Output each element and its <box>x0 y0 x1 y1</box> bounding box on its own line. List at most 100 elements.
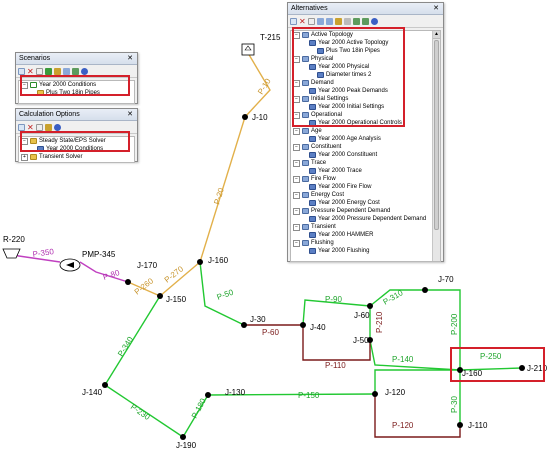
alternative-category[interactable]: −Flushing <box>291 239 440 247</box>
tank-t215[interactable] <box>241 43 255 56</box>
pump-pmp345[interactable] <box>59 258 81 272</box>
alternative-item[interactable]: Year 2000 HAMMER <box>291 231 440 239</box>
help-icon[interactable] <box>54 123 61 131</box>
alternative-item[interactable]: Year 2000 Operational Controls <box>291 119 440 127</box>
junction-j40[interactable] <box>300 322 306 328</box>
junction-j140[interactable] <box>102 382 108 388</box>
collapse-icon[interactable]: − <box>21 81 28 89</box>
collapse-icon[interactable]: − <box>293 143 300 151</box>
alternative-category[interactable]: −Energy Cost <box>291 191 440 199</box>
alternative-category[interactable]: −Fire Flow <box>291 175 440 183</box>
properties-icon[interactable] <box>54 67 61 75</box>
close-icon[interactable]: ✕ <box>433 5 441 12</box>
reservoir-r220[interactable] <box>2 248 21 259</box>
scenario-row[interactable]: − Year 2000 Conditions <box>19 81 134 89</box>
help-icon[interactable] <box>371 17 378 25</box>
alternative-item[interactable]: Plus Two 18in Pipes <box>291 47 440 55</box>
delete-icon[interactable]: ✕ <box>27 122 34 132</box>
alternative-category[interactable]: −Pressure Dependent Demand <box>291 207 440 215</box>
collapse-icon[interactable]: − <box>293 207 300 215</box>
collapse-icon[interactable]: − <box>293 111 300 119</box>
junction-j160-top[interactable] <box>197 259 203 265</box>
collapse-icon[interactable]: − <box>293 239 300 247</box>
junction-j70[interactable] <box>422 287 428 293</box>
collapse-icon[interactable]: − <box>293 127 300 135</box>
rename-icon[interactable] <box>36 123 43 131</box>
child-icon[interactable] <box>326 17 333 25</box>
junction-j30[interactable] <box>241 322 247 328</box>
properties-icon[interactable] <box>335 17 342 25</box>
alternative-category[interactable]: −Trace <box>291 159 440 167</box>
alternative-item[interactable]: Year 2000 Fire Flow <box>291 183 440 191</box>
calculation-options-panel[interactable]: Calculation Options ✕ ✕ − Steady State/E… <box>15 108 138 163</box>
close-icon[interactable]: ✕ <box>127 111 135 118</box>
collapse-icon[interactable]: − <box>293 175 300 183</box>
calc-option-row[interactable]: − Steady State/EPS Solver <box>19 137 134 145</box>
calc-option-row[interactable]: Year 2000 Conditions <box>19 145 134 153</box>
delete-icon[interactable]: ✕ <box>299 16 306 26</box>
alternative-item[interactable]: Diameter times 2 <box>291 71 440 79</box>
copy-icon[interactable] <box>45 123 52 131</box>
alternative-category[interactable]: −Constituent <box>291 143 440 151</box>
alternative-category[interactable]: −Physical <box>291 55 440 63</box>
alternative-category[interactable]: −Transient <box>291 223 440 231</box>
tree-icon[interactable] <box>362 17 369 25</box>
alternative-category[interactable]: −Age <box>291 127 440 135</box>
pipe-p310[interactable] <box>369 289 425 307</box>
junction-j130[interactable] <box>205 392 211 398</box>
alternative-item[interactable]: Year 2000 Flushing <box>291 247 440 255</box>
alternative-item[interactable]: Year 2000 Peak Demands <box>291 87 440 95</box>
tree-icon[interactable] <box>72 67 79 75</box>
expand-icon[interactable]: + <box>21 153 28 161</box>
alternative-item[interactable]: Year 2000 Age Analysis <box>291 135 440 143</box>
pipe-p50[interactable] <box>199 261 245 326</box>
delete-icon[interactable]: ✕ <box>27 66 34 76</box>
pipe-p120[interactable] <box>374 394 461 438</box>
pipe-p80[interactable] <box>79 261 129 283</box>
pipe-p340[interactable] <box>104 295 161 386</box>
junction-j50[interactable] <box>367 337 373 343</box>
collapse-icon[interactable]: − <box>21 137 28 145</box>
alternative-item[interactable]: Year 2000 Active Topology <box>291 39 440 47</box>
pipe-p180[interactable] <box>182 394 209 438</box>
alternative-item[interactable]: Year 2000 Pressure Dependent Demand <box>291 215 440 223</box>
close-icon[interactable]: ✕ <box>127 55 135 62</box>
rename-icon[interactable] <box>36 67 43 75</box>
scenarios-panel[interactable]: Scenarios ✕ ✕ − Year 2000 Conditions Plu… <box>15 52 138 104</box>
pipe-p150[interactable] <box>207 393 376 396</box>
junction-j150[interactable] <box>157 293 163 299</box>
pipe-p140[interactable] <box>369 339 461 371</box>
junction-j60[interactable] <box>367 303 373 309</box>
rename-icon[interactable] <box>308 17 315 25</box>
duplicate-icon[interactable] <box>317 17 324 25</box>
junction-j160[interactable] <box>457 367 463 373</box>
calc-option-row[interactable]: + Transient Solver <box>19 153 134 161</box>
junction-j120[interactable] <box>372 391 378 397</box>
alternative-category[interactable]: −Initial Settings <box>291 95 440 103</box>
alternatives-panel[interactable]: Alternatives ✕ ✕ −Active Topology Year 2… <box>287 2 444 262</box>
alternative-item[interactable]: Year 2000 Constituent <box>291 151 440 159</box>
alternative-category[interactable]: −Demand <box>291 79 440 87</box>
pipe-p120-green[interactable] <box>374 369 460 394</box>
collapse-icon[interactable]: − <box>293 95 300 103</box>
junction-j10[interactable] <box>242 114 248 120</box>
alternative-item[interactable]: Year 2000 Trace <box>291 167 440 175</box>
scenario-row[interactable]: Plus Two 18in Pipes <box>19 89 134 97</box>
pipe-p20[interactable] <box>199 116 246 263</box>
pipe-p260[interactable] <box>127 281 161 297</box>
junction-j190[interactable] <box>180 434 186 440</box>
junction-j110[interactable] <box>457 422 463 428</box>
collapse-icon[interactable]: − <box>293 223 300 231</box>
collapse-icon[interactable]: − <box>293 159 300 167</box>
pipe-p230[interactable] <box>104 384 184 438</box>
pipe-p90[interactable] <box>302 299 371 326</box>
collapse-icon[interactable]: − <box>293 191 300 199</box>
alternative-item[interactable]: Year 2000 Physical <box>291 63 440 71</box>
collapse-icon[interactable]: − <box>293 31 300 39</box>
alternative-item[interactable]: Year 2000 Energy Cost <box>291 199 440 207</box>
pipe-p350[interactable] <box>11 254 61 263</box>
pipe-p270[interactable] <box>159 261 201 297</box>
alternative-category[interactable]: −Active Topology <box>291 31 440 39</box>
compute-icon[interactable] <box>45 67 52 75</box>
